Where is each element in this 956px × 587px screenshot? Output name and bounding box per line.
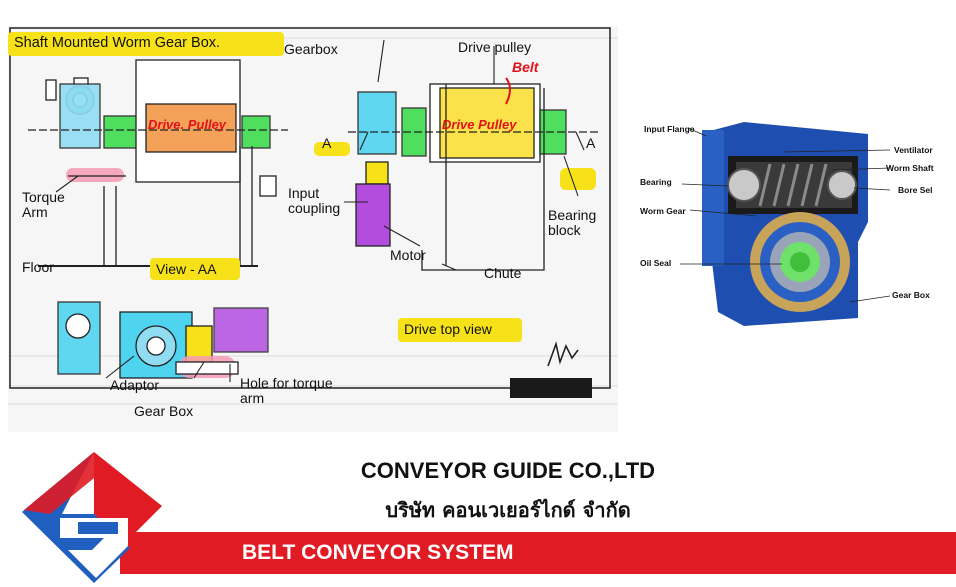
label-chute: Chute xyxy=(484,265,522,281)
pointer-lines xyxy=(55,39,585,382)
label-ventilator: Ventilator xyxy=(894,145,933,155)
banner-text: BELT CONVEYOR SYSTEM xyxy=(242,541,514,564)
company-name-th: บริษัท คอนเวเยอร์ไกด์ จำกัด xyxy=(385,498,631,522)
signature-scribble xyxy=(547,341,579,367)
label-gear-box-cutaway: Gear Box xyxy=(892,290,930,300)
side-view xyxy=(28,59,288,267)
label-bearing: Bearing xyxy=(640,177,672,187)
banner: BELT CONVEYOR SYSTEM xyxy=(120,532,956,574)
view-aa-highlight xyxy=(150,258,240,280)
label-section-a-right: A xyxy=(586,135,596,151)
worm-thread xyxy=(758,163,828,207)
diagram-drawing xyxy=(8,27,618,405)
company-name-en: CONVEYOR GUIDE CO.,LTD xyxy=(360,458,656,483)
label-hole-for-torque-arm: Hole for torque arm xyxy=(240,375,333,407)
label-adaptor: Adaptor xyxy=(110,377,160,393)
label-oil-seal: Oil Seal xyxy=(640,258,672,268)
label-section-a-left: A xyxy=(322,135,332,151)
label-floor: Floor xyxy=(22,259,54,275)
diagram-title: Shaft Mounted Worm Gear Box. xyxy=(14,35,221,51)
label-bearing-block: Bearing block xyxy=(548,207,597,239)
label-drive-top-view: Drive top view xyxy=(404,321,492,337)
label-drive-pulley: Drive pulley xyxy=(458,39,532,55)
label-gear-box: Gear Box xyxy=(134,403,194,419)
top-view-highlight xyxy=(398,318,522,342)
label-worm-gear: Worm Gear xyxy=(640,206,686,216)
callout-lines xyxy=(680,127,891,303)
label-torque-arm: Torque Arm xyxy=(22,189,65,221)
title-highlight xyxy=(8,32,284,56)
label-view-aa: View - AA xyxy=(156,261,217,277)
bearing-shape xyxy=(727,168,761,202)
redacted-block xyxy=(510,378,592,398)
label-worm-shaft: Worm Shaft xyxy=(886,163,934,173)
gearbox-cutaway: Input Flange Ventilator Worm Shaft Beari… xyxy=(636,112,948,340)
label-input-flange: Input Flange xyxy=(644,124,695,134)
label-motor: Motor xyxy=(390,247,426,263)
adaptor-view xyxy=(57,301,269,379)
belt-arrow xyxy=(505,77,511,105)
input-flange-shape xyxy=(702,130,724,266)
label-gearbox: Gearbox xyxy=(284,41,338,57)
label-drive-pulley-top: Drive Pulley xyxy=(442,117,517,132)
label-bore-seal: Bore Sel xyxy=(898,185,933,195)
diagram-panel: Shaft Mounted Worm Gear Box. Gearbox Dri… xyxy=(8,26,618,432)
label-belt: Belt xyxy=(512,59,539,75)
label-input-coupling: Input coupling xyxy=(288,185,341,217)
conveyor-guide-logo-icon xyxy=(22,452,162,583)
diagram-frame xyxy=(9,27,611,389)
label-drive-pulley-side: Drive. Pulley xyxy=(148,117,227,132)
drive-top-view xyxy=(314,83,598,271)
gearbox-cutaway-drawing xyxy=(680,122,891,326)
